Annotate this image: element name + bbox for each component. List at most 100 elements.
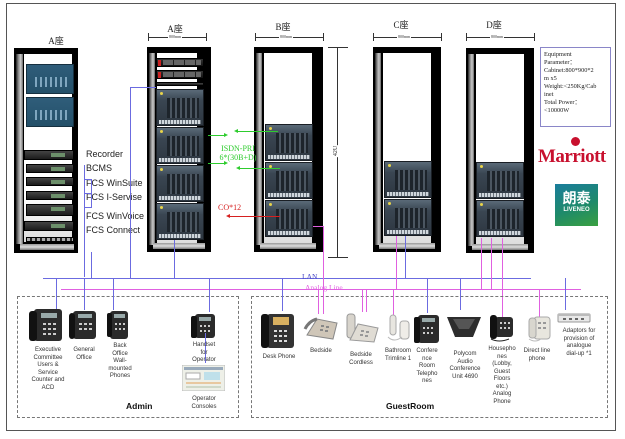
desk-phone-icon [261,314,294,348]
guest-endpoint-polycom: Polycom Audio Conference Unit 4690 [446,351,484,381]
caption-text: Back Office Wall- mounted Phones [108,343,132,379]
fcs-iservise-server [26,191,74,200]
ip-phone-icon [414,315,439,343]
caption-text: Adaptors for provision of analogue dial-… [562,328,596,357]
pbx-shelf [476,162,524,199]
ip-phone-icon [191,314,215,338]
admin-endpoint-operator-console: Operator Consoles [180,396,228,411]
pbx-shelf [265,200,313,237]
fcs-connect-server [24,221,74,231]
ip-phone-icon [107,311,128,339]
trimline-phone-icon [387,314,410,341]
operator-console-icon [182,365,225,391]
marriott-logo: Marriott [538,146,606,167]
caption-text: Housepho nes (Lobby, Guest Floors etc.) … [488,346,516,405]
isdn-label-line1: ISDN-PRI [221,144,255,153]
isdn-link [208,163,226,164]
param-line: Cabinet:800*900*2 [544,67,594,74]
device-label-bcms: BCMS [86,163,113,173]
recorder-server [24,150,74,160]
pbx-shelf [384,161,432,198]
patch-panel [26,97,74,127]
liveneo-logo: 朗泰 LIVENEO [555,184,598,226]
left-rack-label: A座 [48,36,64,46]
rack-b-width: 800mm [279,34,294,39]
isdn-link [208,135,226,136]
isdn-link [240,168,280,169]
rack-c-width: 800mm [397,34,412,39]
fcs-winsuite-server [26,177,74,186]
caption-text: General Office [73,347,95,361]
caption-text: Bedside [310,348,332,354]
param-line: m x5 [544,75,557,82]
guestroom-group [251,296,608,418]
param-line: inet [544,91,554,98]
isdn-label: ISDN-PRI 6*(30B+D) [208,144,268,162]
switch-unit [26,237,74,242]
rack-d-label: D座 [486,20,502,30]
guest-endpoint-bathroom-trimline: Bathroom Trimline 1 [381,348,415,363]
pbx-shelf [265,124,313,161]
ip-phone-icon [69,311,96,339]
admin-endpoint-general-office: General Office [64,347,104,362]
arrow-right-icon [224,133,228,137]
rack-b-label: B座 [275,22,291,32]
diagram-frame [6,3,616,431]
isdn-label-line2: 6*(30B+D) [219,153,257,162]
device-label-fcs-connect: FCS Connect [86,225,141,235]
analog-phone-icon [490,315,513,342]
server-unit [156,70,204,79]
caption-text: Executive Committee Users & Service Coun… [31,347,65,391]
marriott-emblem-icon [571,137,580,146]
arrow-right-icon [224,161,228,165]
arrow-left-icon [236,166,240,170]
admin-endpoint-executive: Executive Committee Users & Service Coun… [24,347,72,392]
admin-group [17,296,239,418]
guest-endpoint-housephones: Housepho nes (Lobby, Guest Floors etc.) … [486,346,518,406]
guest-endpoint-desk-phone: Desk Phone [256,354,302,362]
guest-endpoint-adaptors: Adaptors for provision of analogue dial-… [556,328,602,358]
co-label: CO*12 [218,203,242,212]
fcs-winvoice-server [26,204,74,216]
pbx-shelf [476,200,524,237]
rack-height-dim: 42U [333,144,340,158]
guest-endpoint-conference-room: Confere nce Room Telepho nes [413,348,441,386]
admin-title: Admin [126,401,153,411]
liveneo-en: LIVENEO [563,207,590,213]
device-label-recorder: Recorder [86,149,124,159]
guest-endpoint-bedside: Bedside [306,348,336,356]
caption-text: Handset for Operator [192,342,216,363]
guest-endpoint-direct-line: Direct line phone [518,348,556,363]
lan-label: LAN [302,272,318,281]
adaptor-icon [557,313,591,323]
guestroom-title: GuestRoom [386,401,435,411]
conference-unit-icon [447,317,481,337]
rack-c-label: C座 [393,20,409,30]
param-line: Equipment [544,51,572,58]
rack-a-width: 800mm [168,34,183,39]
equipment-parameters: Equipment Parameter： Cabinet:800*900*2 m… [540,47,611,127]
analog-bus [61,289,581,290]
caption-text: Direct line phone [523,348,551,362]
pbx-shelf [156,89,204,126]
isdn-link [238,131,278,132]
admin-endpoint-operator-handset: Handset for Operator [184,342,224,365]
server-unit [156,58,204,67]
patch-panel [26,64,74,94]
arrow-left-icon [226,214,230,218]
liveneo-cn: 朗泰 [562,190,591,206]
pbx-shelf [384,199,432,236]
ip-phone-icon [29,309,62,341]
guest-endpoint-bedside-cordless: Bedside Cordless [344,352,378,367]
co-link [230,216,280,217]
direct-line-phone-icon [528,316,551,342]
pbx-shelf [156,203,204,240]
param-line: Weight:<250Kg/Cab [544,83,597,90]
caption-text: Bathroom Trimline 1 [384,348,412,362]
device-label-fcs-iservise: FCS I-Servise [86,192,143,202]
rack-d-width: 800mm [490,34,505,39]
device-label-fcs-winvoice: FCS WinVoice [86,211,145,221]
caption-text: Desk Phone [262,354,296,360]
param-line: <10000W [544,107,570,114]
admin-endpoint-back-office: Back Office Wall- mounted Phones [100,343,140,381]
